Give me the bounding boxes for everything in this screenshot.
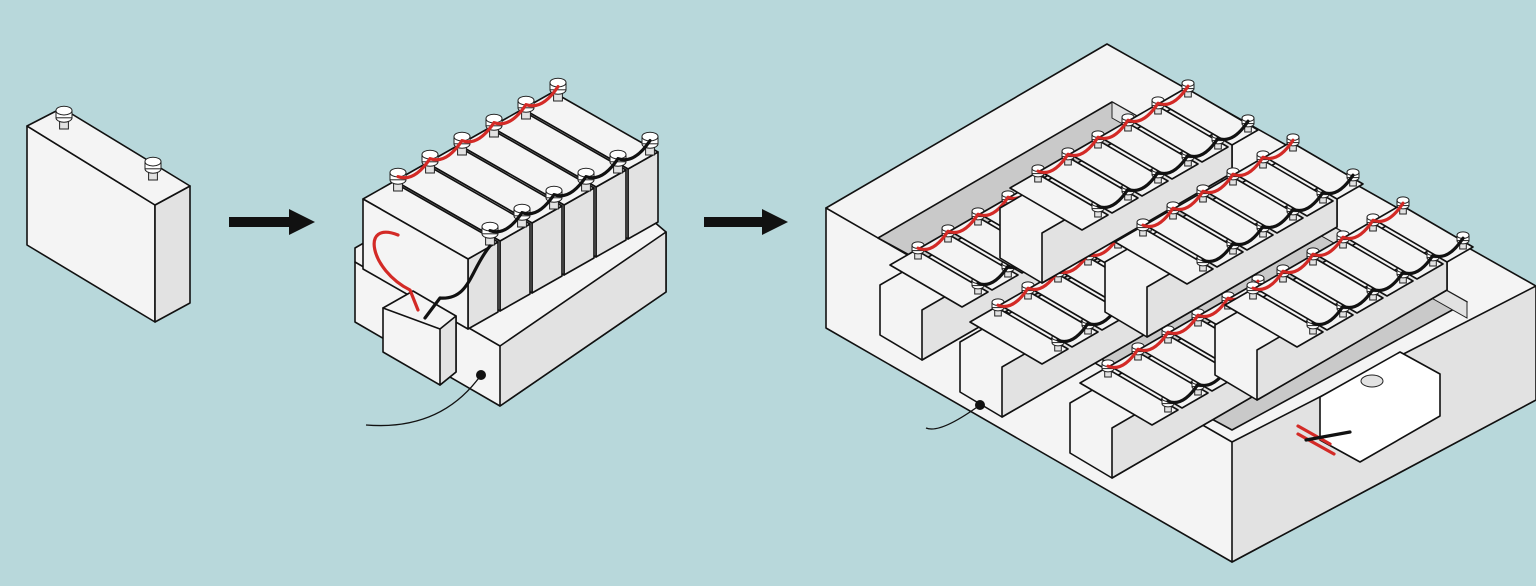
positive-wire bbox=[1106, 279, 1260, 369]
battery-cell bbox=[26, 105, 191, 323]
battery-module bbox=[354, 77, 667, 427]
arrow-right-icon bbox=[229, 209, 315, 235]
negative-wire bbox=[1201, 173, 1355, 263]
callout-leader-line bbox=[925, 404, 981, 430]
battery-pack bbox=[825, 43, 1536, 563]
arrow-right-icon bbox=[704, 209, 788, 235]
pack-module bbox=[1214, 196, 1474, 401]
arrow-shaft bbox=[704, 217, 764, 227]
negative-lead bbox=[1304, 430, 1352, 442]
pack-cell bbox=[1264, 133, 1364, 200]
positive-wire bbox=[396, 85, 560, 180]
cell-top-face bbox=[26, 107, 191, 206]
arrow-head bbox=[289, 209, 315, 235]
positive-wire bbox=[1036, 84, 1190, 174]
pack-cell bbox=[1374, 196, 1474, 263]
positive-lead bbox=[372, 230, 420, 312]
positive-wire bbox=[1141, 138, 1295, 228]
arrow-shaft bbox=[229, 217, 291, 227]
terminal-icon bbox=[55, 105, 73, 130]
terminal-icon bbox=[144, 156, 162, 181]
cell-side-face bbox=[154, 185, 191, 323]
negative-lead bbox=[423, 244, 492, 320]
arrow-head bbox=[762, 209, 788, 235]
connector-icon bbox=[1360, 374, 1384, 388]
negative-wire bbox=[488, 139, 652, 234]
positive-lead bbox=[1296, 424, 1336, 456]
callout-dot-icon bbox=[975, 400, 985, 410]
pack-cell bbox=[1224, 281, 1324, 348]
callout-dot-icon bbox=[476, 370, 486, 380]
callout-leader-line bbox=[365, 374, 482, 427]
negative-wire bbox=[1096, 119, 1250, 209]
pack-module bbox=[1104, 133, 1364, 338]
negative-wire bbox=[1311, 236, 1465, 326]
positive-wire bbox=[1251, 201, 1405, 291]
module-tray-side bbox=[499, 231, 667, 407]
